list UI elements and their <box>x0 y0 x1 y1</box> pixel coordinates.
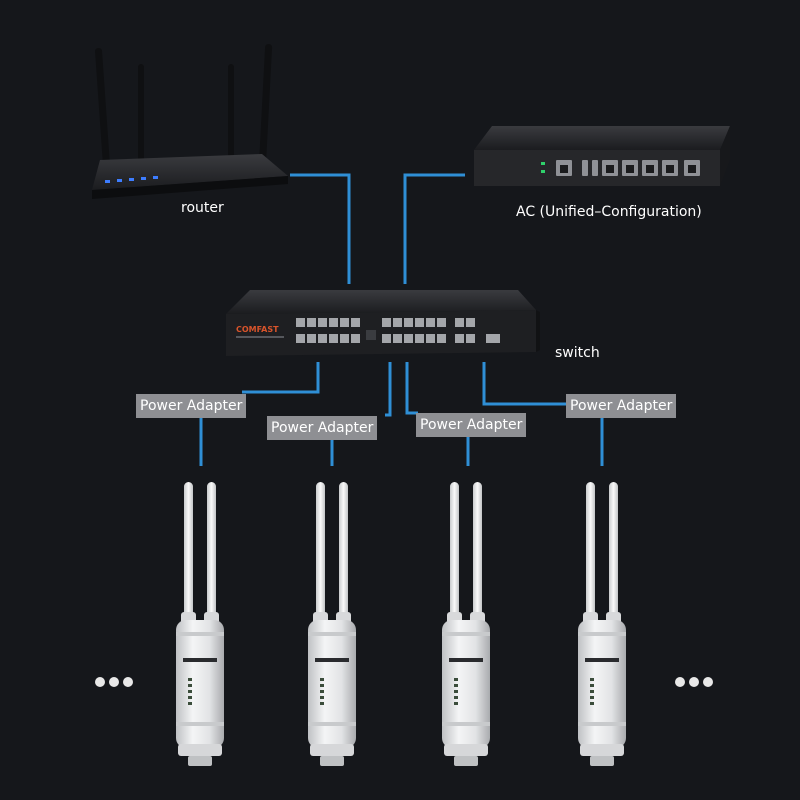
ellipsis-icon <box>675 677 713 687</box>
switch-label: switch <box>555 345 600 361</box>
link-switch-ap2 <box>385 362 392 417</box>
network-links <box>199 173 604 466</box>
link-switch-ap4 <box>482 362 567 406</box>
access-point-icon <box>176 482 626 766</box>
ellipsis-icon <box>95 677 133 687</box>
ac-label: AC (Unified–Configuration) <box>516 204 702 220</box>
power-adapter-2: Power Adapter <box>267 416 378 440</box>
link-ac-switch <box>403 173 465 284</box>
switch-brand: COMFAST <box>236 325 279 334</box>
power-adapter-3: Power Adapter <box>416 413 527 437</box>
link-switch-ap1 <box>242 362 320 394</box>
link-router-switch <box>290 173 351 284</box>
power-adapter-1: Power Adapter <box>136 394 247 418</box>
power-adapter-4: Power Adapter <box>566 394 677 418</box>
access-controller-icon <box>474 126 730 186</box>
router-label: router <box>181 200 224 216</box>
router-icon <box>92 44 288 199</box>
switch-icon: COMFAST <box>226 290 540 356</box>
link-switch-ap3 <box>405 362 418 415</box>
